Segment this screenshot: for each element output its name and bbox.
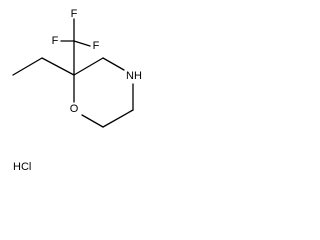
bond-c5-c6 bbox=[102, 109, 134, 128]
bonds bbox=[12, 18, 134, 128]
atom-label-fluorine-left: F bbox=[52, 35, 59, 47]
atom-label-fluorine-top: F bbox=[71, 8, 78, 20]
bond-c2-c3 bbox=[73, 57, 104, 76]
bond-c3-n4 bbox=[102, 57, 125, 71]
bond-c6-o1 bbox=[81, 114, 104, 128]
salt-label: HCl bbox=[13, 161, 31, 173]
atom-label-fluorine-right: F bbox=[93, 40, 100, 52]
chemical-structure: F F F NH O HCl bbox=[12, 8, 142, 173]
atom-label-oxygen: O bbox=[70, 103, 79, 115]
bond-cf3-f-right bbox=[73, 40, 91, 47]
bond-ch2-ch3 bbox=[12, 57, 43, 76]
atom-label-nitrogen: NH bbox=[126, 70, 142, 82]
bond-c2-ch2 bbox=[41, 57, 75, 76]
